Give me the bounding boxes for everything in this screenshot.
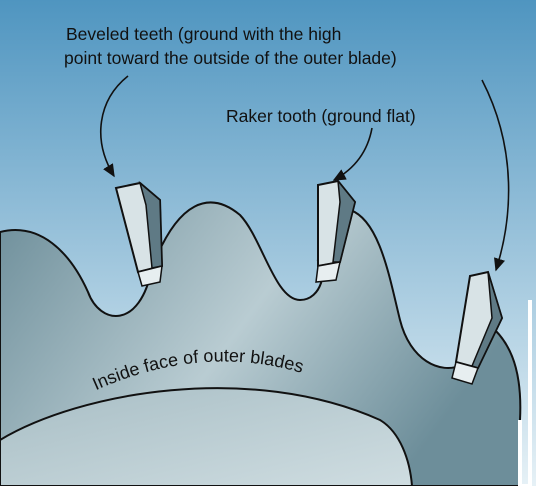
beveled-teeth-label-line1: Beveled teeth (ground with the high [66, 24, 341, 44]
raker-tooth-label: Raker tooth (ground flat) [226, 106, 416, 126]
beveled-teeth-label-line2: point toward the outside of the outer bl… [64, 48, 397, 68]
